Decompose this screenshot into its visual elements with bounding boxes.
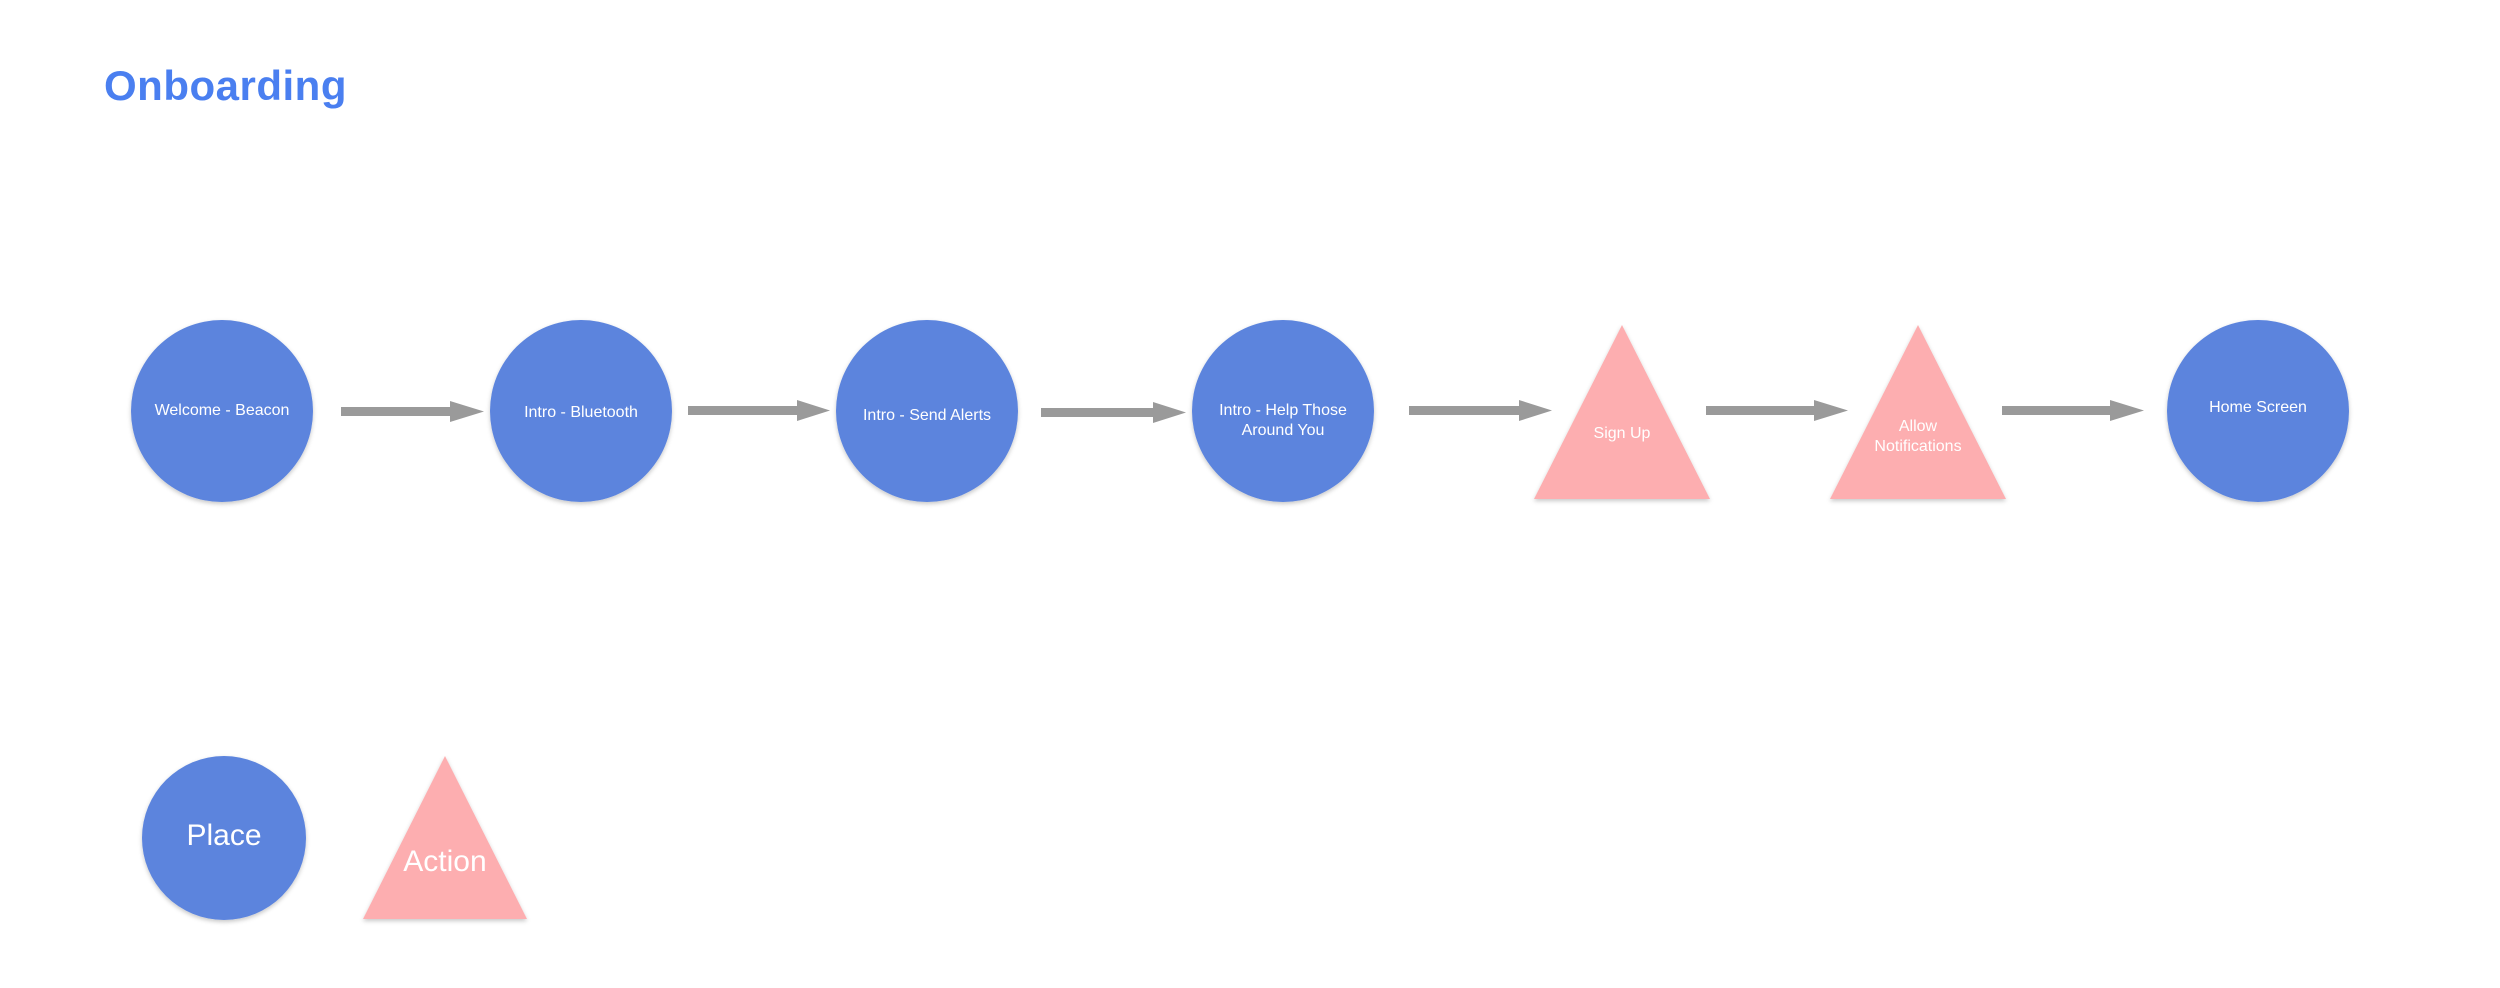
legend-place: [142, 756, 306, 920]
node-sign-up: [1534, 325, 1710, 499]
node-allow-notifications: [1830, 325, 2006, 499]
arrow-sign-up-to-allow-notifications: [1706, 400, 1848, 421]
node-intro-send-alerts: [836, 320, 1018, 502]
node-home-screen: [2167, 320, 2349, 502]
node-intro-help-those-around-you: [1192, 320, 1374, 502]
arrow-allow-notifications-to-home: [2002, 400, 2144, 421]
legend: [142, 756, 527, 920]
arrows: [341, 400, 2144, 423]
arrow-send-alerts-to-help: [1041, 402, 1186, 423]
legend-action: [363, 756, 527, 919]
arrow-welcome-to-bluetooth: [341, 401, 484, 422]
node-welcome-beacon: [131, 320, 313, 502]
arrow-bluetooth-to-send-alerts: [688, 400, 830, 421]
node-intro-bluetooth: [490, 320, 672, 502]
page-title: Onboarding: [104, 62, 347, 109]
arrow-help-to-sign-up: [1409, 400, 1552, 421]
